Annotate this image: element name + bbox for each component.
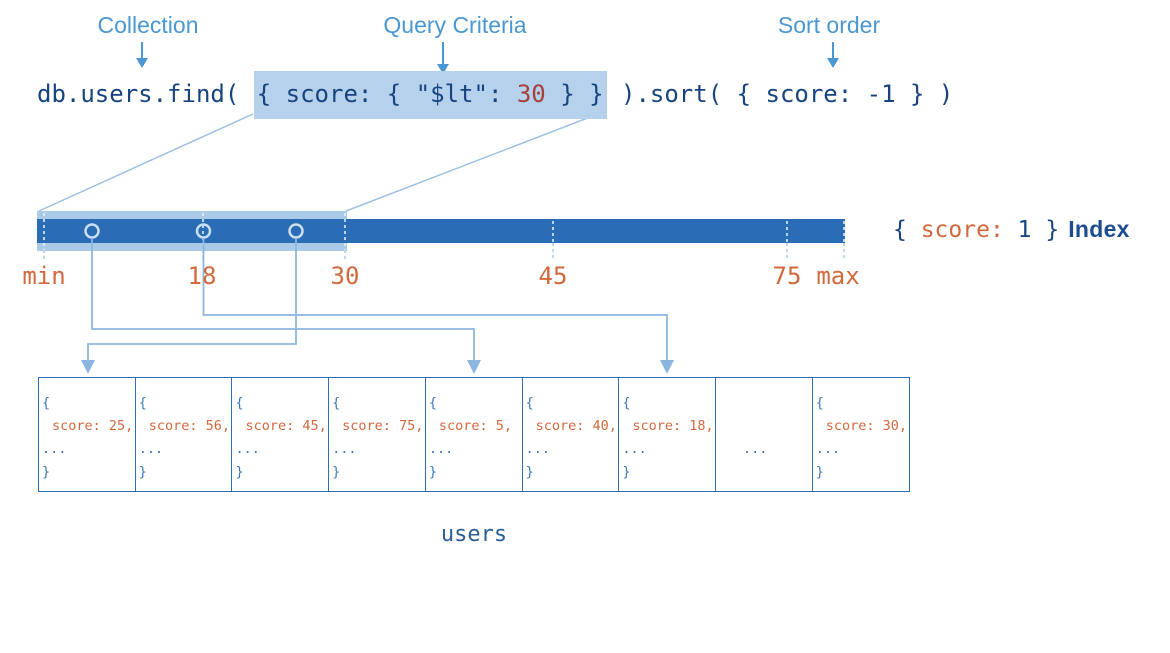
tick-max: max — [816, 262, 860, 290]
legend-index-title: Index — [1068, 216, 1130, 242]
doc-score: score: 30, — [825, 418, 908, 434]
doc-score: score: 56, — [148, 418, 230, 434]
doc-ellipsis: ... — [743, 441, 768, 457]
index-legend: { score: 1 } Index — [893, 216, 1130, 243]
code-before-criteria: db.users.find( — [37, 80, 254, 108]
collection-arrow-icon — [136, 42, 148, 68]
document-card: { score: 40, ... } — [521, 377, 620, 492]
doc-ellipsis: ... — [42, 441, 67, 457]
sort-order-arrow-icon — [827, 42, 839, 68]
query-criteria-label: Query Criteria — [383, 12, 527, 38]
query-criteria-highlight: { score: { "$lt": 30 } } — [253, 71, 607, 119]
criteria-prefix: { score: { "$lt": — [256, 80, 517, 108]
doc-open-brace: { — [138, 395, 147, 411]
doc-open-brace: { — [428, 395, 438, 411]
doc-open-brace: { — [332, 395, 341, 411]
document-card: { score: 30, ... } — [811, 377, 910, 492]
query-criteria-arrow-icon — [437, 42, 449, 74]
document-card: { score: 5, ... } — [424, 377, 524, 492]
entry-to-document-connectors — [87, 238, 668, 361]
doc-open-brace: { — [525, 395, 534, 411]
doc-blank — [719, 392, 810, 415]
tick-75: 75 — [772, 262, 802, 290]
doc-score: score: 25, — [52, 418, 134, 434]
document-card: { score: 75, ... } — [328, 377, 427, 492]
doc-ellipsis: ... — [525, 441, 550, 457]
documents-row: { score: 25, ... } { score: 56, ... } { … — [38, 377, 910, 492]
index-entry-markers — [84, 223, 304, 239]
query-code: db.users.find( { score: { "$lt": 30 } } … — [37, 71, 954, 119]
tick-45: 45 — [538, 262, 568, 290]
document-card: { score: 56, ... } — [134, 377, 233, 492]
document-card-ellipsis: ... — [715, 377, 814, 492]
legend-key: score: — [920, 217, 1004, 243]
range-callout-lines — [38, 113, 599, 212]
doc-score: score: 40, — [535, 418, 617, 434]
doc-open-brace: { — [815, 395, 824, 411]
code-after-criteria: ).sort( { score: -1 } ) — [606, 80, 954, 108]
doc-open-brace: { — [42, 395, 51, 411]
legend-close-brace: 1 } — [1003, 217, 1060, 243]
doc-ellipsis: ... — [332, 441, 357, 457]
doc-score: score: 45, — [245, 418, 327, 434]
doc-score: score: 5, — [438, 418, 513, 434]
doc-ellipsis: ... — [235, 441, 260, 457]
doc-open-brace: { — [622, 395, 631, 411]
doc-close-brace: } — [428, 464, 438, 480]
index-bar — [37, 219, 845, 243]
doc-score: score: 75, — [342, 418, 424, 434]
connector-arrowheads — [81, 360, 674, 374]
doc-blank — [719, 415, 810, 438]
doc-close-brace: } — [815, 464, 824, 480]
document-card: { score: 25, ... } — [38, 377, 137, 492]
tick-min: min — [22, 262, 66, 290]
doc-close-brace: } — [622, 464, 631, 480]
document-card: { score: 18, ... } — [618, 377, 717, 492]
tick-30: 30 — [330, 262, 360, 290]
doc-close-brace: } — [235, 464, 244, 480]
tick-18: 18 — [187, 262, 217, 290]
collection-name-label: users — [440, 522, 508, 547]
doc-close-brace: } — [42, 464, 51, 480]
doc-close-brace: } — [525, 464, 534, 480]
doc-score: score: 18, — [632, 418, 714, 434]
legend-open-brace: { — [893, 217, 921, 243]
doc-ellipsis: ... — [138, 441, 164, 457]
doc-ellipsis: ... — [815, 441, 841, 457]
sort-order-label: Sort order — [777, 12, 881, 38]
doc-ellipsis: ... — [428, 441, 454, 457]
criteria-value: 30 — [516, 80, 546, 108]
collection-label: Collection — [97, 12, 199, 38]
criteria-suffix: } } — [545, 80, 604, 108]
doc-open-brace: { — [235, 395, 244, 411]
doc-close-brace: } — [138, 464, 147, 480]
doc-blank — [719, 461, 810, 484]
doc-close-brace: } — [332, 464, 341, 480]
doc-ellipsis: ... — [622, 441, 647, 457]
document-card: { score: 45, ... } — [231, 377, 330, 492]
